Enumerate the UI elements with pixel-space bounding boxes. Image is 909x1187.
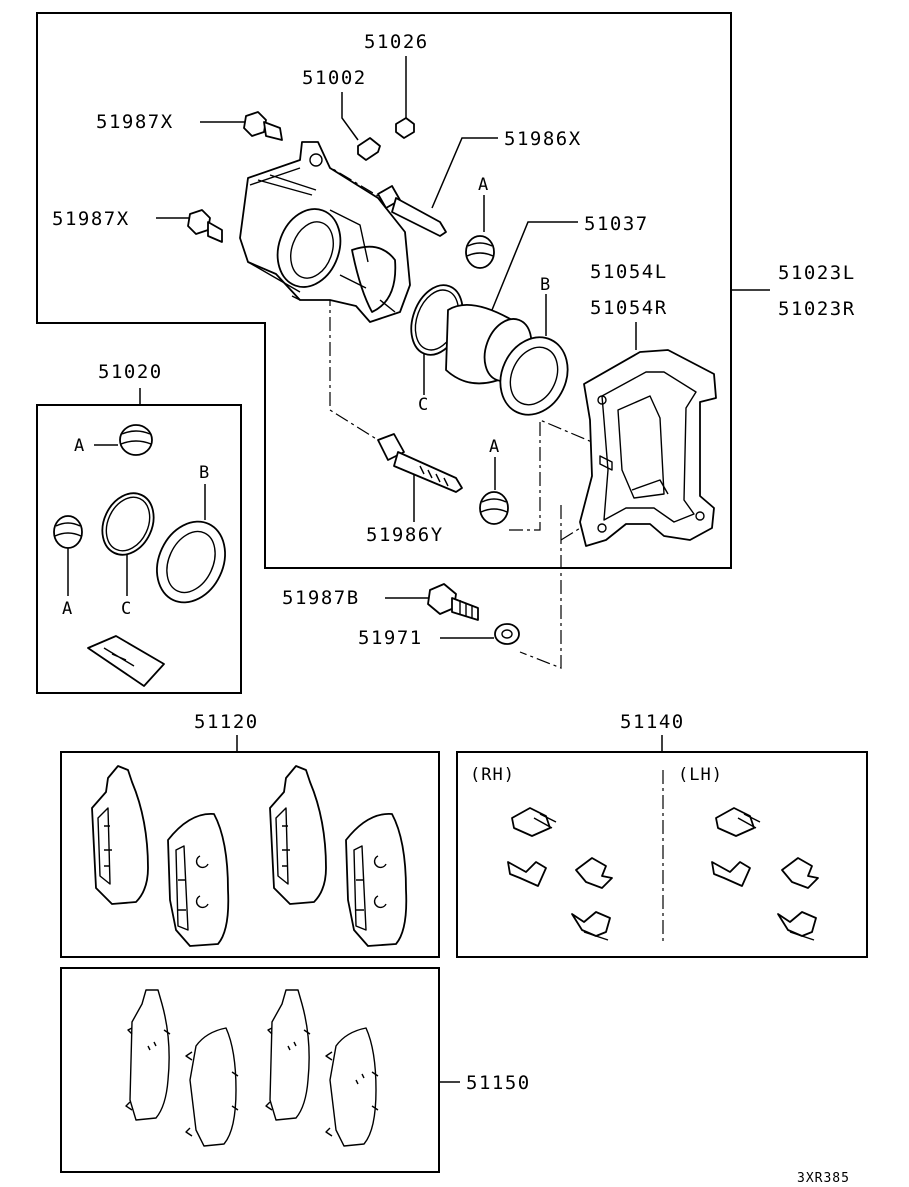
ref-a-caliper-top: A: [478, 175, 489, 195]
clips-lh: [711, 807, 819, 941]
pin-boot-a-top: [465, 235, 495, 269]
label-51140: 51140: [620, 711, 685, 733]
label-51023r: 51023R: [778, 298, 856, 320]
bleeder-cap: [395, 117, 415, 139]
label-51023l: 51023L: [778, 262, 856, 284]
kit-seal-c: [101, 492, 155, 556]
pad-outer-left-1: [91, 765, 149, 905]
label-51120: 51120: [194, 711, 259, 733]
ref-b-caliper: B: [540, 275, 551, 295]
caliper-support-bracket: [579, 349, 717, 547]
shim-kit-frame: [60, 967, 440, 1173]
washer: [494, 623, 520, 645]
guide-pin-bottom: [377, 433, 463, 493]
pad-outer-left-2: [269, 765, 327, 905]
label-51150: 51150: [466, 1072, 531, 1094]
shim-left-1: [125, 989, 171, 1121]
guide-pin-top: [377, 185, 447, 237]
label-lh: (LH): [678, 765, 723, 785]
pad-inner-left-1: [167, 813, 230, 947]
label-rh: (RH): [470, 765, 515, 785]
label-51037: 51037: [584, 213, 649, 235]
label-51986y: 51986Y: [366, 524, 444, 546]
label-51971: 51971: [358, 627, 423, 649]
assembly-center-lines: [317, 159, 664, 942]
ref-c-kit: C: [121, 599, 132, 619]
label-51002: 51002: [302, 67, 367, 89]
diagram-code: 3XR385: [797, 1171, 850, 1186]
bolt-51987x-mid: [187, 209, 223, 243]
dust-boot-b: [499, 336, 569, 416]
label-51987b: 51987B: [282, 587, 360, 609]
shim-right-1: [265, 989, 311, 1121]
clips-rh: [507, 807, 613, 941]
label-51026: 51026: [364, 31, 429, 53]
ref-a-kit-lower: A: [62, 599, 73, 619]
ref-b-kit: B: [199, 463, 210, 483]
label-51987x-mid: 51987X: [52, 208, 130, 230]
bracket-bolt: [427, 583, 479, 621]
kit-grease-packet: [87, 635, 165, 687]
label-51020: 51020: [98, 361, 163, 383]
ref-a-kit-upper: A: [74, 436, 85, 456]
kit-dust-boot-b: [156, 520, 226, 604]
label-51054l: 51054L: [590, 261, 668, 283]
pad-inner-left-2: [345, 813, 408, 947]
seal-kit-frame: [36, 404, 242, 694]
shim-right-2: [325, 1027, 379, 1147]
label-51987x-top: 51987X: [96, 111, 174, 133]
ref-c-caliper: C: [418, 395, 429, 415]
shim-left-2: [185, 1027, 239, 1147]
label-51986x: 51986X: [504, 128, 582, 150]
bolt-51987x-top: [243, 111, 283, 141]
leader-lines: [67, 56, 770, 1083]
pad-set-frame: [60, 751, 440, 958]
caliper-assembly-frame: [36, 12, 732, 569]
kit-boot-a-lower: [53, 515, 83, 549]
bleeder-screw: [357, 137, 381, 161]
pin-boot-a-bottom: [479, 491, 509, 525]
label-51054r: 51054R: [590, 297, 668, 319]
ref-a-caliper-bottom: A: [489, 437, 500, 457]
caliper-body: [239, 141, 411, 323]
kit-boot-a-upper: [119, 424, 153, 456]
